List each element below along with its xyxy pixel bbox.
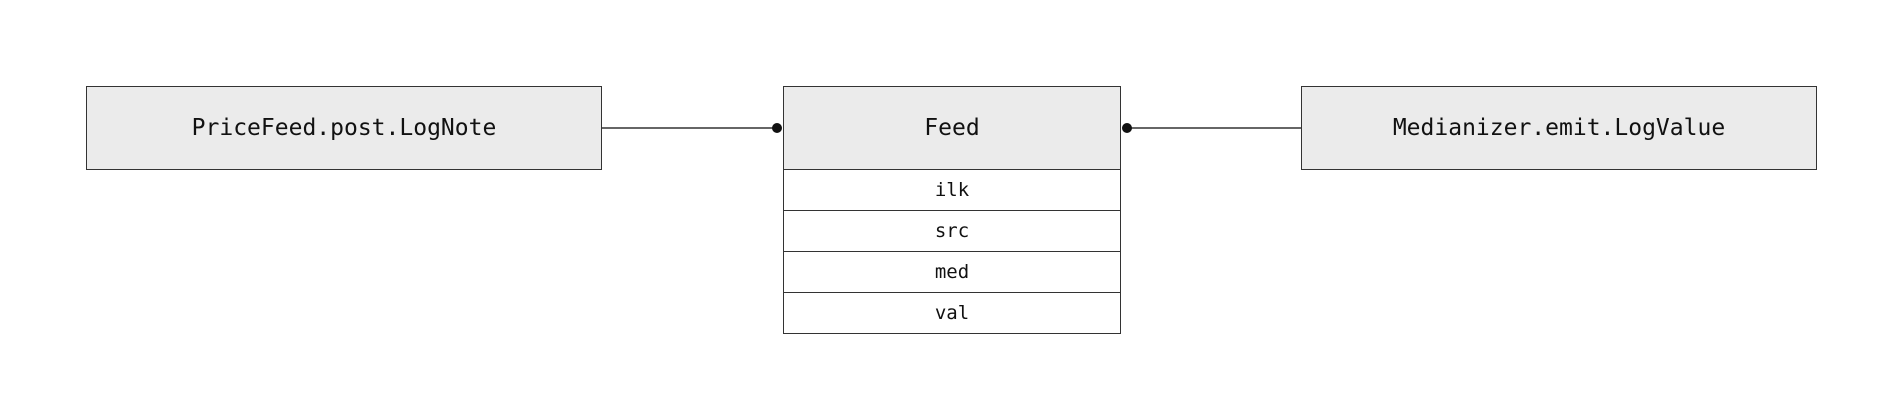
node-pricefeed-post-lognote: PriceFeed.post.LogNote [86,86,602,170]
node-medianizer-emit-logvalue: Medianizer.emit.LogValue [1301,86,1817,170]
entity-title: Feed [924,115,980,141]
field-label: src [934,220,970,242]
field-label: ilk [934,179,970,201]
node-label: PriceFeed.post.LogNote [191,115,497,141]
entity-field-ilk: ilk [784,170,1120,211]
field-label: med [934,261,970,283]
entity-field-med: med [784,252,1120,293]
entity-header: Feed [784,87,1120,170]
entity-feed: Feed ilk src med val [783,86,1121,334]
edge-left-endpoint-dot [772,123,782,133]
node-label: Medianizer.emit.LogValue [1392,115,1726,141]
entity-field-val: val [784,293,1120,333]
edge-right-endpoint-dot [1122,123,1132,133]
entity-field-src: src [784,211,1120,252]
field-label: val [934,302,970,324]
